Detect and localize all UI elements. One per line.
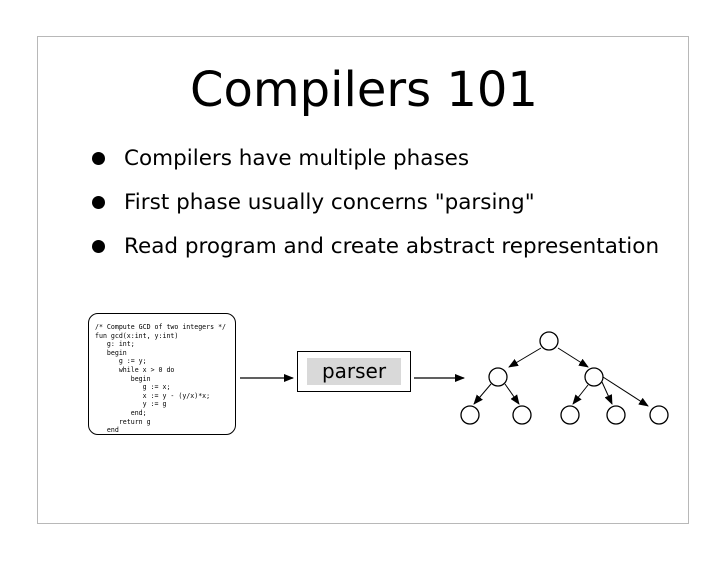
tree-edge: [557, 347, 589, 368]
tree-edge: [572, 384, 589, 405]
bullet-text: Compilers have multiple phases: [124, 146, 470, 171]
tree-node: [584, 367, 604, 387]
tree-leaf-node: [649, 405, 669, 425]
tree-node: [488, 367, 508, 387]
parser-label: parser: [307, 358, 401, 385]
bullet-item: Read program and create abstract represe…: [88, 232, 659, 261]
tree-edge: [602, 376, 649, 407]
bullet-dot-icon: [92, 196, 105, 209]
parser-box: parser: [297, 351, 411, 392]
tree-leaf-node: [606, 405, 626, 425]
tree-root-node: [539, 331, 559, 351]
tree-edge: [504, 383, 520, 405]
tree-leaf-node: [560, 405, 580, 425]
bullet-dot-icon: [92, 152, 105, 165]
slide-frame: [37, 36, 689, 524]
bullet-dot-icon: [92, 240, 105, 253]
bullet-text: Read program and create abstract represe…: [124, 234, 660, 259]
tree-leaf-node: [512, 405, 532, 425]
slide-title: Compilers 101: [190, 62, 538, 118]
source-code-box: /* Compute GCD of two integers */ fun gc…: [88, 313, 236, 435]
tree-edge: [601, 381, 613, 405]
tree-leaf-node: [460, 405, 480, 425]
bullet-list: Compilers have multiple phases First pha…: [88, 144, 659, 276]
bullet-item: First phase usually concerns "parsing": [88, 188, 659, 217]
bullet-text: First phase usually concerns "parsing": [124, 190, 535, 215]
source-code: /* Compute GCD of two integers */ fun gc…: [95, 323, 227, 435]
tree-edge: [508, 347, 542, 368]
bullet-item: Compilers have multiple phases: [88, 144, 659, 173]
tree-edge: [473, 383, 492, 405]
